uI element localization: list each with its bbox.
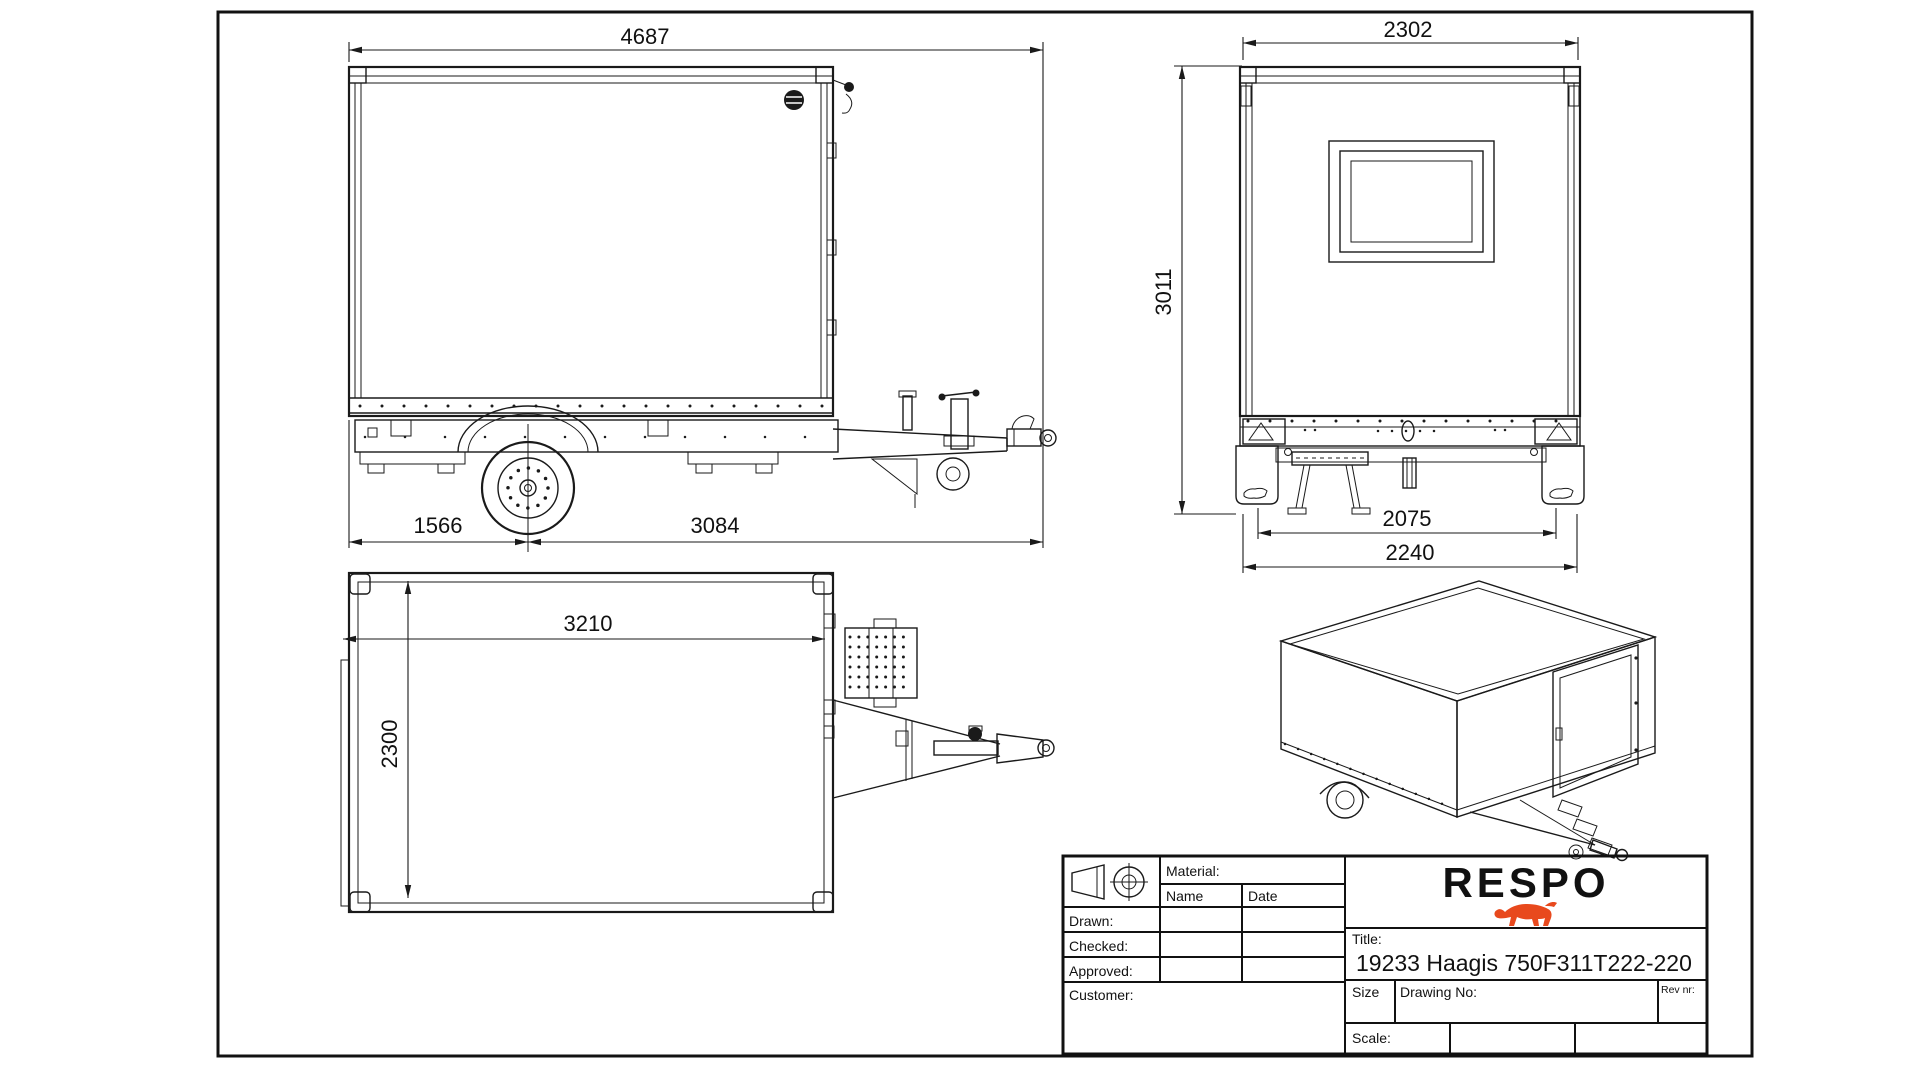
door-hinge <box>826 142 837 159</box>
dim-text-2075: 2075 <box>1383 506 1432 531</box>
dim-text-2240: 2240 <box>1386 540 1435 565</box>
dim-rear-overall-height: 3011 <box>1151 65 1242 515</box>
dim-side-axle-position: 1566 3084 <box>348 420 1043 548</box>
rear-window <box>1328 140 1495 263</box>
top-view: 3210 2300 <box>340 571 1055 914</box>
side-wheel <box>480 424 576 552</box>
dim-text-3084: 3084 <box>691 513 740 538</box>
rear-drawbar-stub <box>1402 457 1417 489</box>
side-chassis <box>354 419 839 474</box>
side-box-body <box>347 65 835 418</box>
bull-mark <box>1243 487 1268 499</box>
checked-label: Checked: <box>1069 938 1128 954</box>
iso-end-wall <box>1456 636 1656 818</box>
name-header: Name <box>1166 888 1204 904</box>
side-drawbar <box>832 390 1008 508</box>
door-handle <box>1555 727 1563 741</box>
iso-wheel <box>1319 781 1370 819</box>
iso-door <box>1552 644 1639 799</box>
rear-mudguard-left <box>1235 445 1279 505</box>
respo-logo: RESPO <box>1442 859 1609 926</box>
rear-light-right <box>1534 418 1578 445</box>
handbrake-lever <box>902 395 913 431</box>
dim-side-overall-length: 4687 <box>348 24 1044 548</box>
size-label: Size <box>1352 984 1379 1000</box>
rear-mudguard-right <box>1541 445 1585 505</box>
bull-icon <box>1494 902 1557 926</box>
side-fender <box>457 405 599 453</box>
rear-bumper-band <box>1239 415 1581 447</box>
customer-label: Customer: <box>1069 987 1134 1003</box>
drawing-title: 19233 Haagis 750F311T222-220 <box>1356 950 1692 976</box>
rear-view: 2302 3011 2075 2240 <box>1151 17 1585 573</box>
rear-axle-beam <box>1275 447 1547 463</box>
drawing-no-label: Drawing No: <box>1400 984 1477 1000</box>
bull-mark <box>1549 487 1574 499</box>
material-label: Material: <box>1166 863 1220 879</box>
brand-wordmark: RESPO <box>1442 859 1609 906</box>
dim-text-3210: 3210 <box>564 611 613 636</box>
dim-top-inner-length: 3210 <box>343 611 825 643</box>
dim-text-1566: 1566 <box>414 513 463 538</box>
title-label: Title: <box>1352 931 1382 947</box>
scale-label: Scale: <box>1352 1030 1391 1046</box>
door-hinge <box>826 239 837 256</box>
vent-emblem <box>784 90 804 110</box>
rear-latch <box>832 79 854 114</box>
rear-light-left <box>1242 418 1286 445</box>
approved-label: Approved: <box>1069 963 1133 979</box>
drawing-frame <box>216 10 1754 1058</box>
side-view: 4687 1566 3084 <box>347 24 1057 552</box>
dim-text-2302: 2302 <box>1384 17 1433 42</box>
date-header: Date <box>1248 888 1278 904</box>
side-door-edge <box>340 659 350 907</box>
dim-rear-overall-width: 2302 <box>1242 17 1579 60</box>
drawn-label: Drawn: <box>1069 913 1113 929</box>
coupling-head <box>1006 415 1057 447</box>
dim-top-inner-width: 2300 <box>377 581 412 898</box>
top-drawbar <box>823 699 1055 799</box>
iso-roof <box>1278 580 1658 702</box>
isometric-view <box>1278 580 1658 862</box>
dim-text-3011: 3011 <box>1151 268 1176 315</box>
projection-symbol <box>1071 863 1148 901</box>
door-hinge <box>826 319 837 336</box>
rear-step-support <box>1287 451 1371 515</box>
iso-drawbar <box>1469 799 1629 862</box>
dim-rear-widths: 2075 2240 <box>1242 506 1578 573</box>
dim-text-4687: 4687 <box>621 24 670 49</box>
bumper-slot <box>1401 420 1415 442</box>
dim-text-2300: 2300 <box>377 720 402 769</box>
ramp-plate <box>823 613 918 715</box>
title-block: Material: Name Date Drawn: Checked: Appr… <box>1061 854 1709 1056</box>
jockey-wheel <box>936 389 980 491</box>
rev-nr-label: Rev nr: <box>1661 984 1695 996</box>
